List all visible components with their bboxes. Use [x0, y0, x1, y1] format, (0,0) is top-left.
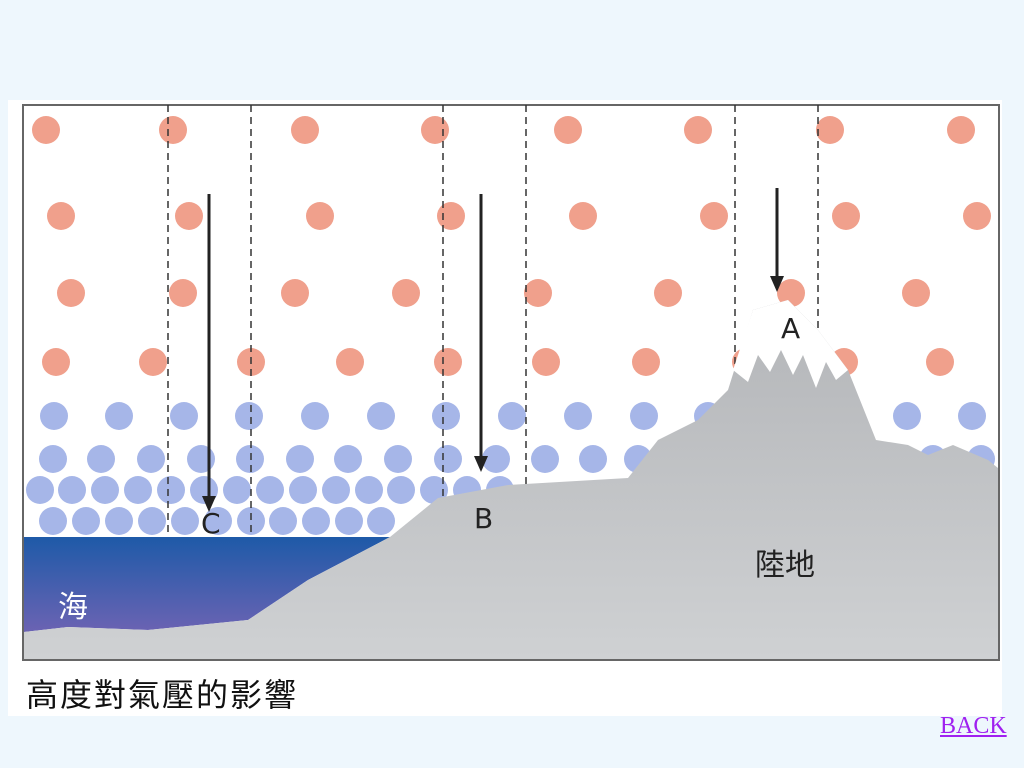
air-molecule: [524, 279, 552, 307]
air-molecule: [91, 476, 119, 504]
air-molecule: [72, 507, 100, 535]
air-molecule: [322, 476, 350, 504]
air-molecule: [482, 445, 510, 473]
air-molecule: [630, 402, 658, 430]
air-molecule: [700, 202, 728, 230]
air-molecule: [387, 476, 415, 504]
air-molecule: [654, 279, 682, 307]
air-molecule: [355, 476, 383, 504]
air-molecule: [236, 445, 264, 473]
air-molecule: [498, 402, 526, 430]
air-molecule: [532, 348, 560, 376]
snow-cap: [733, 300, 848, 388]
air-molecule: [437, 202, 465, 230]
air-molecule: [301, 402, 329, 430]
air-molecule: [902, 279, 930, 307]
air-molecule: [421, 116, 449, 144]
arrow-c: [202, 194, 216, 512]
air-molecule: [958, 402, 986, 430]
air-molecule: [256, 476, 284, 504]
air-molecule: [579, 445, 607, 473]
air-molecule: [893, 402, 921, 430]
back-link[interactable]: BACK: [940, 713, 1007, 739]
air-molecule: [569, 202, 597, 230]
air-molecule: [816, 116, 844, 144]
arrow-a: [770, 188, 784, 292]
air-molecule: [124, 476, 152, 504]
air-molecule: [334, 445, 362, 473]
air-molecule: [291, 116, 319, 144]
air-molecule: [384, 445, 412, 473]
air-molecule: [286, 445, 314, 473]
air-molecule: [302, 507, 330, 535]
air-molecule: [26, 476, 54, 504]
air-molecule: [139, 348, 167, 376]
air-molecule: [963, 202, 991, 230]
air-molecule: [306, 202, 334, 230]
air-molecule: [159, 116, 187, 144]
air-molecule: [434, 348, 462, 376]
air-molecule: [87, 445, 115, 473]
air-molecule: [204, 507, 232, 535]
arrow-b: [474, 194, 488, 472]
diagram-caption: 高度對氣壓的影響: [26, 676, 299, 714]
altitude-pressure-diagram: A B C 海 陸地: [22, 104, 1000, 661]
air-molecule: [105, 402, 133, 430]
air-molecule: [39, 445, 67, 473]
air-molecule: [367, 402, 395, 430]
air-molecule: [269, 507, 297, 535]
air-molecule: [632, 348, 660, 376]
air-molecule: [137, 445, 165, 473]
air-molecule: [138, 507, 166, 535]
air-molecule: [335, 507, 363, 535]
air-molecule: [684, 116, 712, 144]
label-sea: 海: [58, 590, 88, 625]
air-molecule: [235, 402, 263, 430]
air-molecule: [420, 476, 448, 504]
air-molecule: [39, 507, 67, 535]
air-molecule: [187, 445, 215, 473]
air-molecule: [58, 476, 86, 504]
air-molecule: [392, 279, 420, 307]
air-molecule: [47, 202, 75, 230]
air-molecule: [105, 507, 133, 535]
air-molecule: [40, 402, 68, 430]
air-molecules: [26, 116, 995, 535]
air-molecule: [57, 279, 85, 307]
air-molecule: [223, 476, 251, 504]
sea-area: [24, 537, 390, 632]
air-molecule: [564, 402, 592, 430]
air-molecule: [281, 279, 309, 307]
air-molecule: [289, 476, 317, 504]
air-molecule: [336, 348, 364, 376]
label-land: 陸地: [755, 548, 815, 583]
diagram-panel: A B C 海 陸地 高度對氣壓的影響: [8, 100, 1002, 716]
label-b: B: [474, 502, 493, 535]
air-molecule: [926, 348, 954, 376]
air-molecule: [32, 116, 60, 144]
air-molecule: [777, 279, 805, 307]
air-molecule: [175, 202, 203, 230]
label-c: C: [201, 507, 221, 540]
air-molecule: [947, 116, 975, 144]
air-molecule: [434, 445, 462, 473]
air-molecule: [42, 348, 70, 376]
air-molecule: [832, 202, 860, 230]
air-molecule: [171, 507, 199, 535]
air-molecule: [531, 445, 559, 473]
air-molecule: [170, 402, 198, 430]
air-molecule: [169, 279, 197, 307]
air-molecule: [237, 507, 265, 535]
label-a: A: [781, 312, 800, 345]
air-molecule: [157, 476, 185, 504]
land-mountain: [24, 300, 998, 659]
air-molecule: [432, 402, 460, 430]
air-molecule: [367, 507, 395, 535]
air-molecule: [554, 116, 582, 144]
